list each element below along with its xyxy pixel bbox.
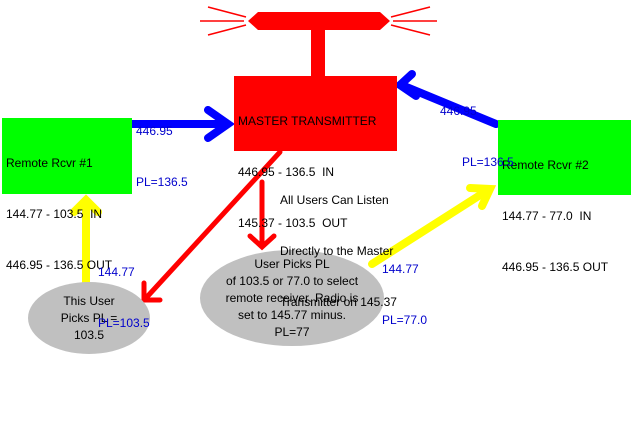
left-link-freq: 446.95 [136,124,173,138]
listen-note: All Users Can Listen Directly to the Mas… [280,158,397,328]
listen-line: All Users Can Listen [280,193,389,207]
user1-pl: PL=103.5 [98,316,150,330]
right-link-freq: 446.95 [440,104,477,118]
left-link-pl: PL=136.5 [136,175,188,189]
user2-line: User Picks PL [254,256,330,271]
remote1-title: Remote Rcvr #1 [6,156,93,170]
user1-line: 103.5 [73,327,105,342]
remote2-title: Remote Rcvr #2 [502,158,589,172]
user2-link-label: 144.77 PL=77.0 [382,227,427,346]
user2-freq: 144.77 [382,262,419,276]
beacon-rays [200,6,437,36]
user-2-ellipse: User Picks PL of 103.5 or 77.0 to select… [200,250,384,346]
user1-link-label: 144.77 PL=103.5 [98,230,150,349]
user2-line: PL=77 [274,324,310,339]
listen-line: Directly to the Master [280,244,394,258]
user-1-ellipse: This User Picks PL = 103.5 [28,282,150,354]
user2-pl: PL=77.0 [382,313,428,327]
yellow-arrow-user1 [70,194,102,286]
remote-receiver-1: Remote Rcvr #1 144.77 - 103.5 IN 446.95 … [2,118,132,272]
master-transmitter: MASTER TRANSMITTER 446.95 - 136.5 IN 145… [234,76,397,230]
user2-line: of 103.5 or 77.0 to select [225,273,359,288]
remote-receiver-2: Remote Rcvr #2 144.77 - 77.0 IN 446.95 -… [498,120,631,274]
remote2-output: 446.95 - 136.5 OUT [502,260,609,274]
antenna-beacon [248,12,390,30]
beacon-ray [390,24,431,36]
antenna-mast [311,28,325,78]
blue-arrow-remote1 [128,106,235,142]
master-output: 145.37 - 103.5 OUT [238,216,348,230]
remote2-input: 144.77 - 77.0 IN [502,209,592,223]
remote1-output: 446.95 - 136.5 OUT [6,258,113,272]
user2-line: remote receiver. Radio is [225,290,359,305]
master-input: 446.95 - 136.5 IN [238,165,335,179]
red-arrow-down [247,179,277,251]
beacon-ray [207,24,247,36]
user1-freq: 144.77 [98,265,135,279]
left-link-label: 446.95 PL=136.5 [136,89,188,208]
right-link-label: 446.95 PL=136.5 [440,69,514,188]
right-link-pl: PL=136.5 [462,155,514,169]
yellow-arrow-user2 [368,184,497,268]
red-arrow-diagonal [141,149,283,303]
beacon-ray [390,6,431,18]
user1-line: This User [63,293,115,308]
user2-line: set to 145.77 minus. [237,307,347,322]
beacon-ray [207,6,247,18]
remote1-input: 144.77 - 103.5 IN [6,207,103,221]
listen-line: Transmitter on 145.37 [280,295,397,309]
blue-arrow-remote2 [393,70,500,128]
user1-line: Picks PL = [60,310,118,325]
master-title: MASTER TRANSMITTER [238,114,377,128]
